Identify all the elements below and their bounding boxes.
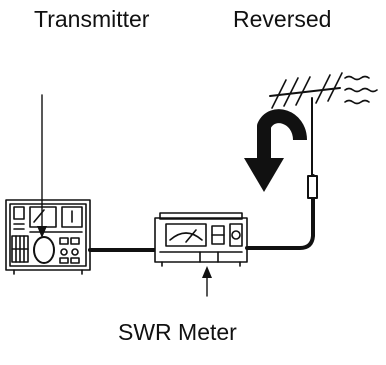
reversed-label: Reversed (233, 6, 332, 32)
swr-meter-label: SWR Meter (118, 319, 237, 345)
swr-meter-pointer-arrow (202, 266, 212, 297)
swr-meter-unit (154, 212, 248, 267)
coax-cable-antenna (245, 174, 315, 250)
transmitter-label: Transmitter (34, 6, 150, 32)
antenna (269, 72, 343, 199)
transmitter-unit (5, 199, 91, 275)
radio-waves-icon (344, 75, 378, 105)
transmitter-pointer-arrow (37, 94, 47, 238)
reversed-arrow-icon (244, 109, 307, 192)
